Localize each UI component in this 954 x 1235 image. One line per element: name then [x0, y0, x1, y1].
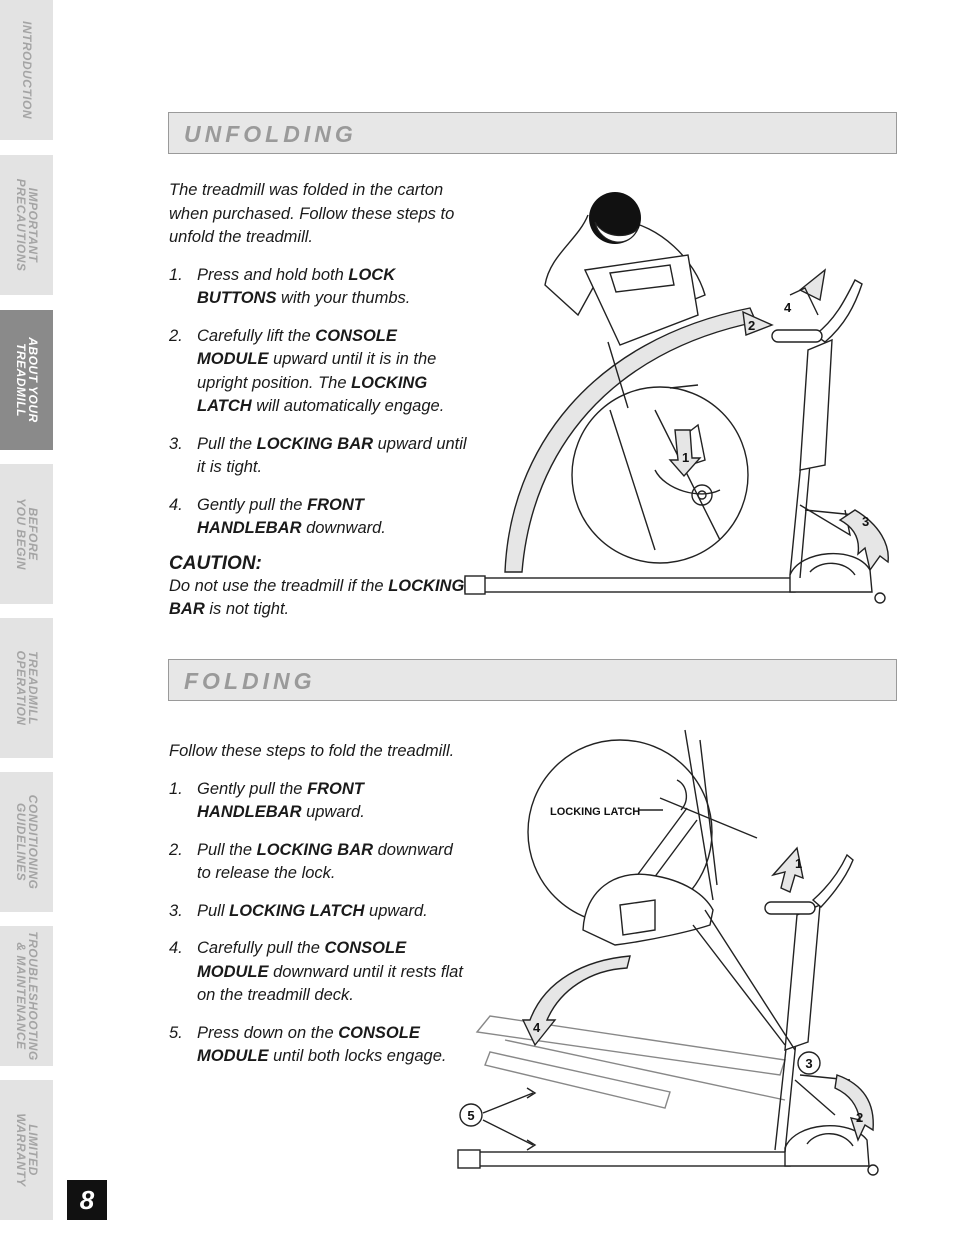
step-term: CONSOLE MODULE: [197, 1023, 420, 1066]
step-number: 3.: [169, 901, 183, 920]
folding-header: FOLDING: [168, 659, 897, 701]
step-text: Pull the: [197, 434, 257, 453]
step-number: 2.: [169, 840, 183, 859]
unfolding-step-4: 4. Gently pull the FRONT HANDLEBAR downwa…: [169, 494, 469, 541]
caution-text-c: is not tight.: [204, 600, 290, 618]
caution-text: Do not use the treadmill if the LOCKING …: [169, 575, 469, 622]
step-term: LOCKING BAR: [256, 840, 374, 859]
step-number: 5.: [169, 1023, 183, 1042]
step-text: upward until it is in the upright positi…: [197, 350, 437, 392]
callout-5-circle: [459, 1103, 483, 1127]
caution-term: LOCKING BAR: [169, 576, 465, 619]
callout-3: 3: [805, 1056, 812, 1071]
tab-conditioning-guidelines[interactable]: CONDITIONING GUIDELINES: [0, 772, 53, 912]
step-number: 1.: [169, 265, 183, 284]
unfolding-instructions: The treadmill was folded in the carton w…: [169, 179, 469, 622]
tab-label: BEFORE YOU BEGIN: [13, 498, 40, 570]
step-text: Carefully pull the: [197, 939, 325, 957]
step-text: downward.: [301, 519, 386, 537]
step-text: Gently pull the: [197, 495, 308, 514]
callout-2: 2: [856, 1110, 863, 1125]
step-text: Pull the: [197, 840, 257, 859]
step-text: upward until it is tight.: [197, 434, 467, 477]
step-term: FRONT HANDLEBAR: [197, 495, 364, 538]
callout-4: 4: [784, 300, 792, 315]
folding-step-4: 4. Carefully pull the CONSOLE MODULE down…: [169, 937, 469, 1008]
folding-illustration: LOCKING LATCH 1 2 4 3 5: [457, 729, 879, 1176]
tab-before-you-begin[interactable]: BEFORE YOU BEGIN: [0, 464, 53, 604]
step-term: FRONT HANDLEBAR: [197, 779, 364, 822]
step-number: 4.: [169, 495, 183, 514]
callout-2: 2: [748, 318, 755, 333]
unfolding-header: UNFOLDING: [168, 112, 897, 154]
step-text: Press and hold both: [197, 265, 349, 284]
step-term: LOCKING LATCH: [229, 901, 365, 920]
step-text: Gently pull the: [197, 779, 308, 798]
tab-label: TROUBLESHOOTING & MAINTENANCE: [13, 931, 40, 1061]
folding-intro: Follow these steps to fold the treadmill…: [169, 742, 455, 760]
folding-step-2: 2. Pull the LOCKING BAR downward to relea…: [169, 839, 469, 886]
unfolding-steps: 1. Press and hold both LOCK BUTTONS with …: [169, 264, 469, 541]
step-text: downward to release the lock.: [197, 840, 453, 883]
unfolding-title: UNFOLDING: [184, 121, 357, 147]
step-text: until both locks engage.: [268, 1047, 447, 1065]
tab-introduction[interactable]: INTRODUCTION: [0, 0, 53, 140]
step-text: Press down on the: [197, 1023, 339, 1042]
step-text: with your thumbs.: [276, 289, 411, 307]
step-term: LOCK BUTTONS: [197, 265, 396, 308]
unfolding-illustration: 1 2 3 4: [464, 192, 889, 604]
tab-label: ABOUT YOUR TREADMILL: [13, 337, 40, 423]
folding-step-3: 3. Pull LOCKING LATCH upward.: [169, 900, 469, 924]
folding-step-1: 1. Gently pull the FRONT HANDLEBAR upward…: [169, 778, 469, 825]
callout-3: 3: [862, 514, 869, 529]
step-number: 4.: [169, 939, 183, 957]
locking-latch-label: LOCKING LATCH: [550, 806, 640, 818]
tab-label: LIMITED WARRANTY: [13, 1113, 40, 1187]
step-term: CONSOLE MODULE: [197, 939, 407, 981]
tab-about-your-treadmill[interactable]: ABOUT YOUR TREADMILL: [0, 310, 53, 450]
page-number: 8: [67, 1180, 107, 1220]
step-text: upward.: [301, 803, 365, 821]
tab-label: INTRODUCTION: [19, 21, 34, 119]
folding-steps: 1. Gently pull the FRONT HANDLEBAR upward…: [169, 778, 469, 1069]
step-text: Pull: [197, 901, 230, 920]
step-term: LOCKING BAR: [256, 434, 374, 453]
step-term: LOCKING LATCH: [197, 373, 428, 416]
step-number: 1.: [169, 779, 183, 798]
step-text: Carefully lift the: [197, 326, 316, 345]
section-tabs: INTRODUCTION IMPORTANT PRECAUTIONS ABOUT…: [0, 0, 53, 1235]
callout-5: 5: [467, 1108, 474, 1123]
step-text: downward until it rests flat on the trea…: [197, 962, 463, 1005]
caution-text-a: Do not use the treadmill if the: [169, 576, 389, 595]
tab-label: CONDITIONING GUIDELINES: [13, 794, 40, 890]
unfolding-step-1: 1. Press and hold both LOCK BUTTONS with …: [169, 264, 469, 311]
callout-4: 4: [533, 1020, 541, 1035]
step-text: upward.: [364, 901, 428, 920]
tab-treadmill-operation[interactable]: TREADMILL OPERATION: [0, 618, 53, 758]
tab-limited-warranty[interactable]: LIMITED WARRANTY: [0, 1080, 53, 1220]
tab-troubleshooting-maintenance[interactable]: TROUBLESHOOTING & MAINTENANCE: [0, 926, 53, 1066]
step-number: 3.: [169, 434, 183, 453]
callout-1: 1: [795, 856, 802, 871]
folding-step-5: 5. Press down on the CONSOLE MODULE until…: [169, 1022, 469, 1069]
callout-3-circle: [797, 1051, 821, 1075]
unfolding-intro: The treadmill was folded in the carton w…: [169, 181, 455, 246]
unfolding-step-3: 3. Pull the LOCKING BAR upward until it i…: [169, 433, 469, 480]
folding-instructions: Follow these steps to fold the treadmill…: [169, 740, 469, 1069]
step-term: CONSOLE MODULE: [197, 326, 397, 369]
caution-title: CAUTION:: [169, 552, 262, 574]
unfolding-step-2: 2. Carefully lift the CONSOLE MODULE upwa…: [169, 325, 469, 419]
callout-1: 1: [682, 450, 689, 465]
step-number: 2.: [169, 326, 183, 345]
folding-title: FOLDING: [184, 668, 316, 694]
tab-important-precautions[interactable]: IMPORTANT PRECAUTIONS: [0, 155, 53, 295]
tab-label: IMPORTANT PRECAUTIONS: [13, 178, 40, 272]
tab-label: TREADMILL OPERATION: [13, 650, 40, 726]
step-text: will automatically engage.: [251, 397, 445, 415]
